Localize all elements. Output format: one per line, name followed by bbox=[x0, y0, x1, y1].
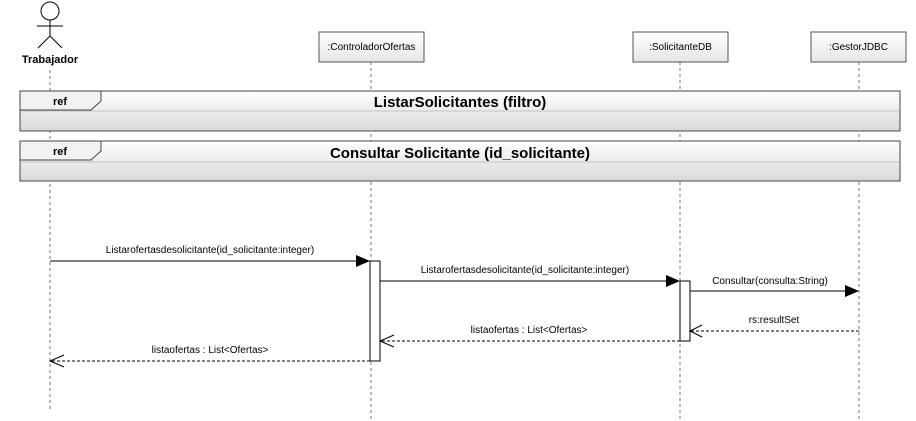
actor-head bbox=[40, 1, 60, 21]
activation-bar-controlador bbox=[369, 260, 381, 362]
lifeline-label: :GestorJDBC bbox=[829, 42, 888, 53]
open-arrowhead bbox=[378, 334, 395, 348]
actor-right-leg bbox=[49, 35, 63, 49]
message-label: Listarofertasdesolicitante(id_solicitant… bbox=[421, 265, 629, 276]
lifeline-head-gestor: :GestorJDBC bbox=[810, 31, 907, 63]
actor-left-leg bbox=[37, 35, 51, 49]
lifeline-head-box bbox=[632, 31, 729, 63]
activation-bar-solicitantedb bbox=[679, 280, 691, 342]
actor-trabajador: Trabajador bbox=[22, 1, 79, 66]
lifeline-label: :SolicitanteDB bbox=[649, 42, 712, 53]
filled-arrowhead bbox=[845, 285, 859, 297]
message-m2: Listarofertasdesolicitante(id_solicitant… bbox=[380, 265, 680, 287]
filled-arrowhead bbox=[666, 275, 680, 287]
ref-frame-title: Consultar Solicitante (id_solicitante) bbox=[330, 145, 590, 162]
ref-frame-consultar-solicitante: ref Consultar Solicitante (id_solicitant… bbox=[19, 140, 901, 182]
ref-tag-pentagon bbox=[19, 140, 102, 161]
lifeline-head-box bbox=[318, 31, 425, 63]
open-arrowhead bbox=[688, 324, 703, 338]
lifeline-head-solicitantedb: :SolicitanteDB bbox=[632, 31, 729, 63]
ref-frame-title: ListarSolicitantes (filtro) bbox=[374, 94, 547, 111]
message-label: listaofertas : List<Ofertas> bbox=[471, 325, 588, 336]
message-m4: rs:resultSet bbox=[688, 315, 859, 338]
actor-name: Trabajador bbox=[22, 54, 79, 66]
message-m5: listaofertas : List<Ofertas> bbox=[378, 325, 680, 348]
filled-arrowhead bbox=[356, 255, 370, 267]
lifeline-label: :ControladorOfertas bbox=[328, 42, 416, 53]
message-label: Consultar(consulta:String) bbox=[712, 276, 828, 287]
ref-frame-listar-solicitantes: ref ListarSolicitantes (filtro) bbox=[19, 90, 901, 132]
lifeline-head-box bbox=[810, 31, 907, 63]
message-label: rs:resultSet bbox=[749, 315, 800, 326]
lifeline-head-controlador: :ControladorOfertas bbox=[318, 31, 425, 63]
message-m1: Listarofertasdesolicitante(id_solicitant… bbox=[50, 245, 370, 267]
ref-frame-box bbox=[19, 140, 901, 182]
message-m6: listaofertas : List<Ofertas> bbox=[48, 345, 370, 368]
ref-tag-label: ref bbox=[53, 96, 67, 108]
open-arrowhead bbox=[48, 354, 65, 368]
message-label: listaofertas : List<Ofertas> bbox=[152, 345, 269, 356]
ref-tag-label: ref bbox=[53, 146, 67, 158]
message-label: Listarofertasdesolicitante(id_solicitant… bbox=[106, 245, 314, 256]
ref-tag-pentagon bbox=[19, 90, 102, 111]
message-m3: Consultar(consulta:String) bbox=[690, 276, 859, 297]
